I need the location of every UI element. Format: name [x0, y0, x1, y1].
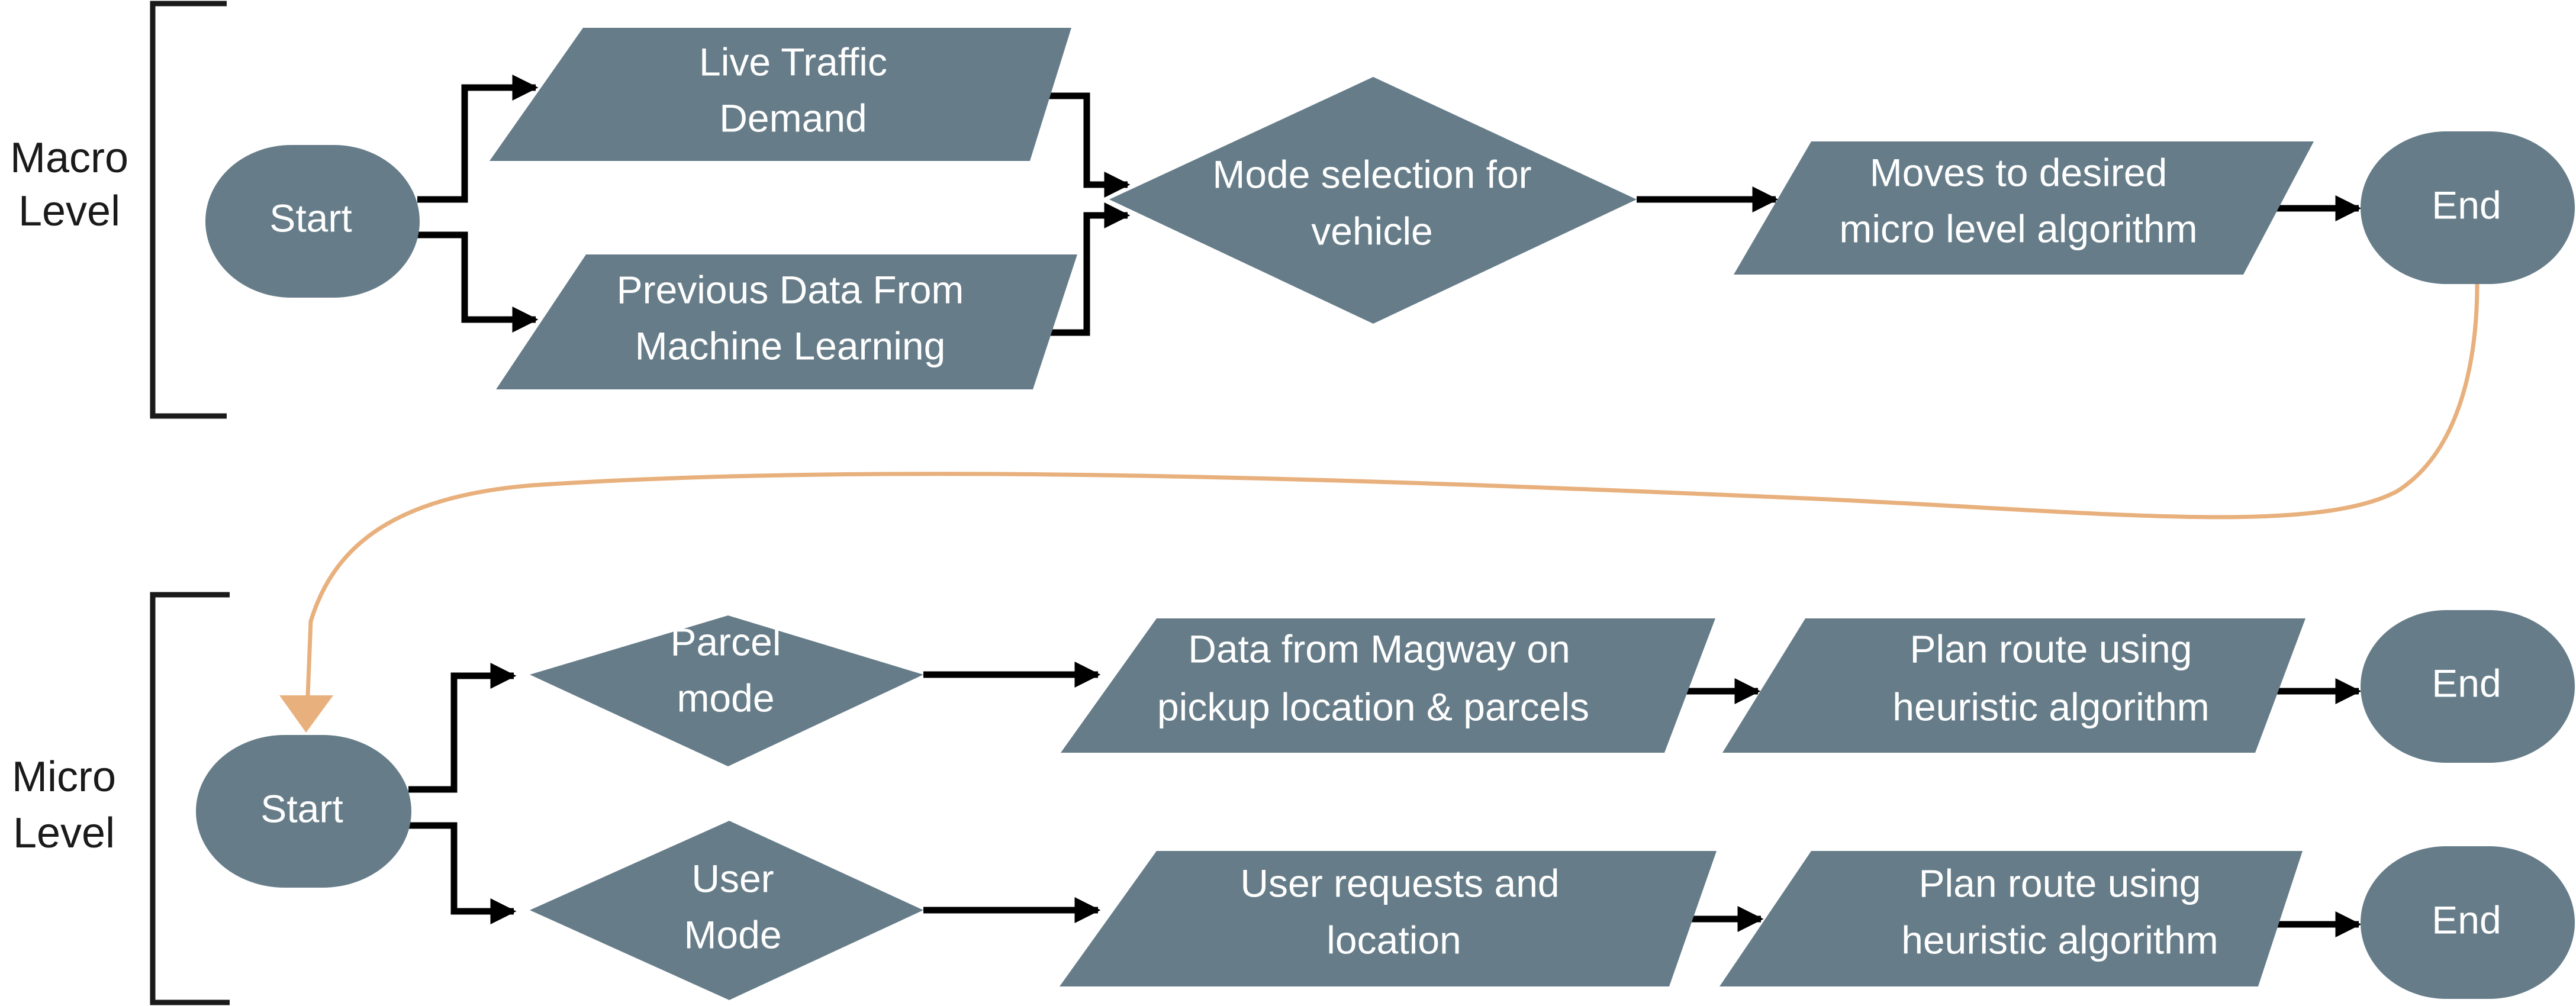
live-traffic-line2: Demand: [719, 96, 867, 140]
user-data-line1: User requests and: [1240, 861, 1559, 905]
parcel-data-line2: pickup location & parcels: [1157, 685, 1589, 728]
parcel-plan-line2: heuristic algorithm: [1892, 685, 2210, 728]
parcel-mode-line1: Parcel: [670, 620, 781, 663]
micro-label-line1: Micro: [12, 753, 116, 801]
micro-user-data-node: User requests and location: [1060, 851, 1717, 986]
micro-user-end-node: End: [2361, 846, 2575, 999]
micro-label-line2: Level: [13, 810, 115, 857]
micro-parcel-end-node: End: [2361, 610, 2575, 763]
parcel-plan-line1: Plan route using: [1910, 627, 2192, 670]
micro-start-node: Start: [196, 735, 411, 888]
micro-start-label: Start: [260, 786, 343, 830]
micro-parcel-data-node: Data from Magway on pickup location & pa…: [1061, 618, 1715, 753]
edge-micro-start-to-user-mode: [408, 822, 517, 924]
macro-live-traffic-node: Live Traffic Demand: [490, 28, 1071, 161]
parcel-end-label: End: [2432, 661, 2501, 705]
macro-mode-selection-node: Mode selection for vehicle: [1109, 77, 1637, 324]
macro-end-node: End: [2361, 131, 2575, 284]
edge-micro-start-to-parcel-mode: [408, 663, 517, 793]
macro-start-label: Start: [269, 196, 352, 240]
previous-data-line2: Machine Learning: [635, 324, 946, 367]
transition-arrowhead-icon: [279, 695, 333, 733]
moves-line2: micro level algorithm: [1839, 207, 2197, 250]
parcel-mode-line2: mode: [677, 676, 774, 720]
micro-parcel-mode-node: Parcel mode: [530, 615, 923, 766]
macro-to-micro-transition: [279, 283, 2480, 733]
micro-level-group: Micro Level Start Parcel mode User Mode: [12, 592, 2575, 1005]
user-mode-line2: Mode: [684, 913, 781, 956]
previous-data-line1: Previous Data From: [617, 267, 964, 311]
macro-level-group: Macro Level Start Live Traffic Demand Pr…: [10, 1, 2575, 419]
edge-start-to-previous-data: [417, 231, 539, 333]
macro-bracket: [150, 1, 227, 419]
micro-user-plan-node: Plan route using heuristic algorithm: [1720, 851, 2303, 986]
macro-previous-data-node: Previous Data From Machine Learning: [496, 254, 1077, 389]
mode-selection-line2: vehicle: [1311, 209, 1432, 253]
transition-curve: [305, 283, 2480, 696]
macro-moves-node: Moves to desired micro level algorithm: [1734, 141, 2314, 275]
user-mode-line1: User: [691, 856, 774, 900]
micro-user-mode-node: User Mode: [530, 821, 923, 1000]
user-end-label: End: [2432, 898, 2501, 941]
user-data-line2: location: [1326, 918, 1461, 962]
user-plan-line1: Plan route using: [1919, 861, 2201, 905]
macro-label-line1: Macro: [10, 134, 128, 182]
live-traffic-line1: Live Traffic: [699, 40, 887, 83]
edge-start-to-live-traffic: [417, 75, 539, 203]
micro-parcel-plan-node: Plan route using heuristic algorithm: [1722, 618, 2305, 753]
micro-bracket: [150, 592, 230, 1005]
macro-end-label: End: [2432, 183, 2501, 227]
moves-line1: Moves to desired: [1870, 150, 2168, 194]
edge-previous-data-to-mode-selection: [1033, 202, 1131, 336]
user-plan-line2: heuristic algorithm: [1901, 918, 2218, 962]
parcel-data-line1: Data from Magway on: [1188, 627, 1570, 670]
macro-label-line2: Level: [18, 188, 120, 235]
macro-start-node: Start: [205, 145, 420, 298]
edge-live-traffic-to-mode-selection: [1030, 92, 1131, 198]
mode-selection-line1: Mode selection for: [1212, 152, 1531, 196]
